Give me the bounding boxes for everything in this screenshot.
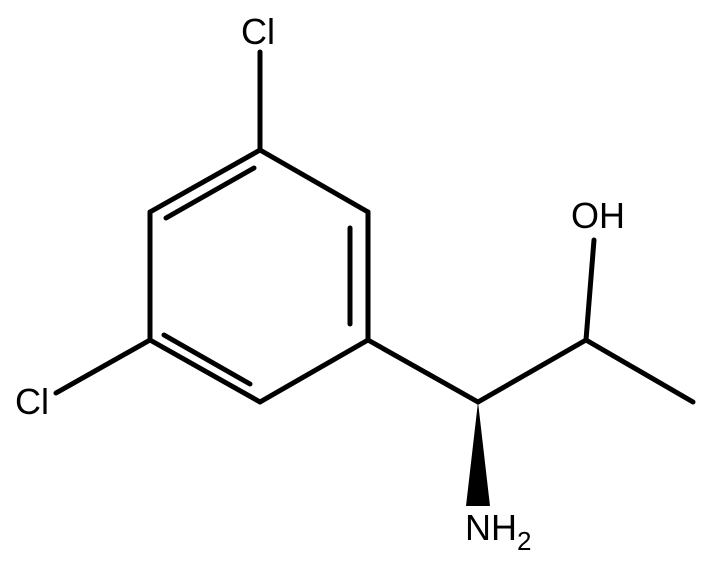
bond-ring-top-right bbox=[257, 147, 371, 215]
bond-ring-top-left bbox=[147, 147, 263, 215]
bond-carbinol-to-methyl bbox=[583, 337, 696, 405]
bond-ring-inner-top-left bbox=[163, 165, 257, 221]
bond-chiral-to-carbinol bbox=[475, 337, 589, 405]
bond-carbinol-to-oh bbox=[583, 237, 597, 343]
bond-ring-inner-bottom-left bbox=[161, 332, 253, 387]
bond-cl-left bbox=[53, 337, 153, 396]
atom-label-cl-left: Cl bbox=[15, 381, 49, 422]
wedge-bond-amine bbox=[466, 402, 490, 506]
atom-label-cl-top: Cl bbox=[241, 11, 275, 52]
bond-ring-to-chiral-carbon bbox=[365, 337, 481, 405]
amine-main-label: NH bbox=[465, 507, 517, 548]
bond-ring-bottom-left bbox=[147, 337, 263, 405]
amine-subscript: 2 bbox=[517, 526, 531, 556]
bond-ring-bottom-right bbox=[257, 337, 371, 405]
atom-label-amine: NH2 bbox=[465, 507, 531, 556]
atom-label-oh: OH bbox=[571, 195, 625, 236]
